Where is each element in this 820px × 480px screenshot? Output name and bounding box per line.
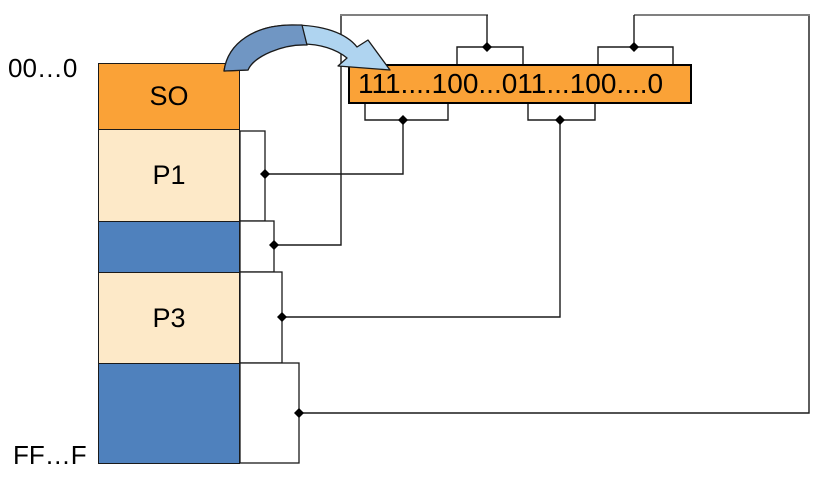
diamond-hole-1: [269, 240, 279, 250]
bracket-hole-1: [239, 220, 275, 273]
bitmap-value: 111....100...011...100....0: [358, 68, 664, 99]
segment-label: P1: [152, 160, 186, 190]
address-label-top: 00…0: [8, 53, 78, 83]
memory-segment-os: SO: [98, 63, 240, 130]
arrow-body-dark: [223, 24, 308, 72]
segment-label: P3: [152, 302, 186, 333]
connector-p1: [265, 120, 404, 175]
connector-hole-2-up: [299, 15, 810, 414]
diamond-bottom-2: [555, 115, 565, 125]
memory-hole-2: [98, 363, 240, 464]
diamond-top-1: [482, 42, 492, 52]
diamond-bottom-1: [398, 115, 408, 125]
curved-arrow-icon: [223, 24, 391, 72]
segment-brackets: [239, 130, 300, 464]
address-label-bottom: FF…F: [13, 440, 87, 470]
connector-lines: [265, 14, 810, 414]
bracket-p1: [239, 130, 266, 222]
bitmap-top-bracket-1: [456, 46, 524, 64]
connector-hole-1-up: [274, 15, 342, 246]
bracket-hole-2: [239, 362, 300, 464]
memory-segment-p1: P1: [98, 129, 240, 222]
bracket-p3: [239, 271, 283, 364]
bitmap-brackets: [364, 46, 674, 121]
segment-label: SO: [149, 81, 189, 111]
diamond-p3: [277, 312, 287, 322]
bitmap-bottom-bracket-1: [364, 104, 449, 121]
diamond-markers: [260, 42, 639, 418]
connector-p3: [282, 120, 561, 318]
diamond-hole-2: [294, 408, 304, 418]
diamond-p1: [260, 169, 270, 179]
diamond-top-2: [629, 42, 639, 52]
bitmap-bar: 111....100...011...100....0: [348, 64, 692, 104]
